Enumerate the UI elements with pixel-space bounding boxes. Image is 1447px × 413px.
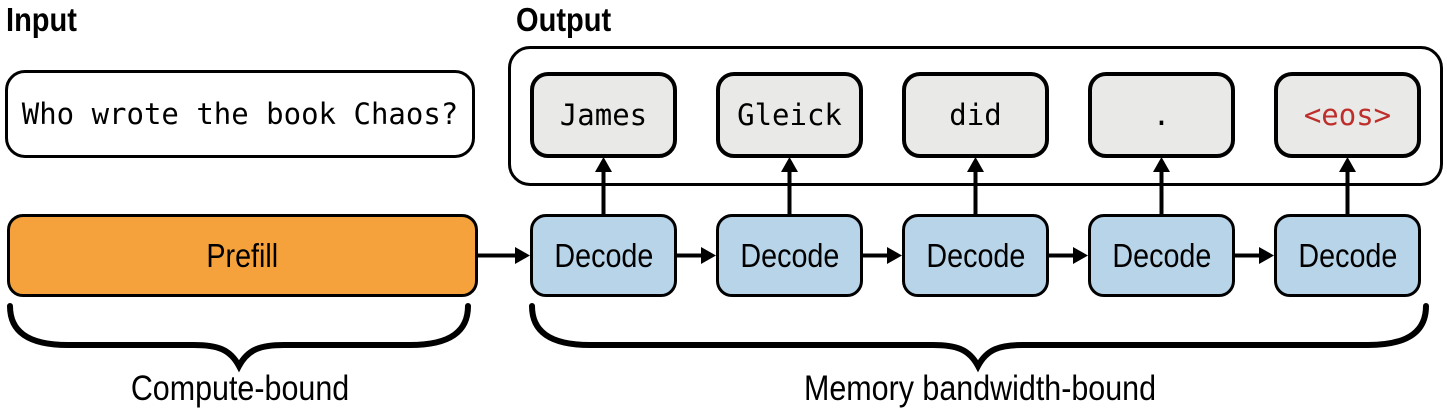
prefill-label: Prefill: [206, 236, 279, 274]
decode-box-5: Decode: [1274, 214, 1421, 297]
token-box-did: did: [902, 72, 1049, 158]
arrow-right-icon: [677, 247, 716, 264]
input-prompt-box: Who wrote the book Chaos?: [5, 70, 475, 158]
arrow-right-icon: [1049, 247, 1088, 264]
token-box-gleick: Gleick: [716, 72, 863, 158]
input-heading-text: Input: [6, 1, 77, 38]
arrow-right-icon: [1235, 247, 1274, 264]
decode-label: Decode: [554, 236, 653, 274]
brace-memory-bound: [529, 303, 1429, 373]
token-label: did: [949, 98, 1002, 132]
compute-bound-label: Compute-bound: [130, 369, 350, 408]
output-heading-text: Output: [516, 1, 612, 38]
input-prompt-text: Who wrote the book Chaos?: [21, 97, 459, 131]
memory-bandwidth-bound-label: Memory bandwidth-bound: [803, 369, 1157, 408]
decode-label: Decode: [1112, 236, 1211, 274]
input-heading: Input: [6, 1, 87, 38]
token-label: Gleick: [737, 98, 842, 132]
arrow-right-icon: [863, 247, 902, 264]
output-heading: Output: [516, 1, 624, 38]
brace-compute-bound: [7, 303, 471, 373]
token-label: James: [559, 98, 648, 132]
arrow-right-icon: [478, 247, 530, 264]
prefill-box: Prefill: [7, 214, 478, 297]
decode-box-4: Decode: [1088, 214, 1235, 297]
decode-label: Decode: [740, 236, 839, 274]
token-label-eos: <eos>: [1303, 98, 1392, 132]
decode-box-3: Decode: [902, 214, 1049, 297]
token-box-period: .: [1088, 72, 1235, 158]
decode-label: Decode: [1298, 236, 1397, 274]
decode-box-1: Decode: [530, 214, 677, 297]
decode-box-2: Decode: [716, 214, 863, 297]
token-box-james: James: [530, 72, 677, 158]
decode-label: Decode: [926, 236, 1025, 274]
token-box-eos: <eos>: [1274, 72, 1421, 158]
token-label: .: [1152, 98, 1171, 132]
